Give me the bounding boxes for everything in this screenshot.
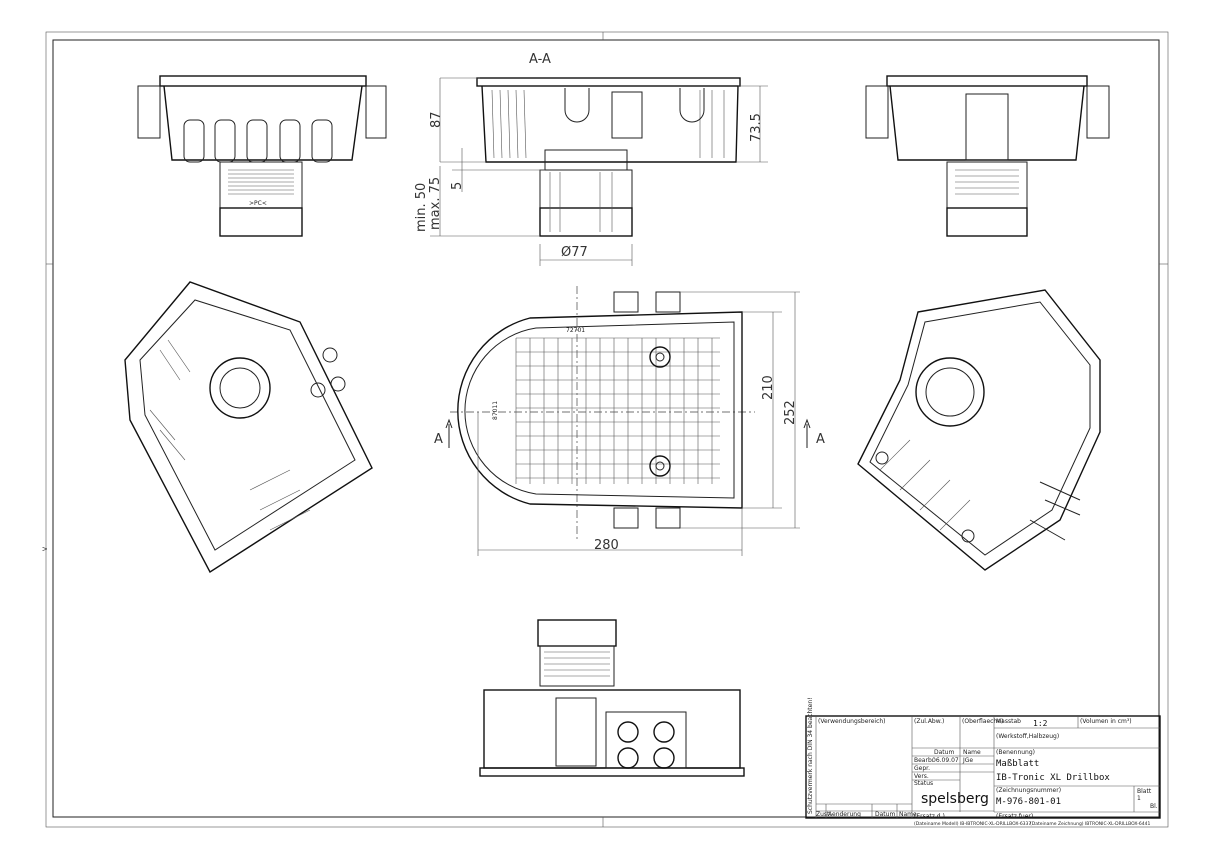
isometric-view-left — [124, 281, 373, 574]
tb-name-label: Name — [963, 749, 981, 756]
tb-blatt-label: Blatt — [1137, 788, 1152, 795]
left-margin-label: Schutzvermerk nach DIN 34 beachten! — [807, 697, 814, 814]
dim-height-210: 210 — [761, 375, 776, 400]
bottom-view — [479, 619, 745, 777]
front-view-top-left: >PC< — [137, 75, 387, 237]
tb-vers: Vers. — [914, 773, 929, 780]
section-marker-right: A — [816, 432, 825, 447]
tb-benennung-label: (Benennung) — [996, 749, 1035, 756]
tb-volumen: (Volumen in cm³) — [1080, 718, 1132, 725]
tb-zeichnungsnummer: M-976-801-01 — [996, 797, 1061, 807]
tb-bl-label: Bl. — [1150, 803, 1158, 810]
tb-status: Status — [914, 780, 933, 787]
tb-zul-abw: (Zul.Abw.) — [914, 718, 944, 725]
left-edge-mark: V — [42, 546, 49, 551]
side-view-mark: 87011 — [492, 401, 499, 420]
tb-werkstoff: (Werkstoff,Halbzeug) — [996, 733, 1059, 740]
tb-footer-model: (Dateiname Modell) IB-IBTRONIC-XL-DRILLB… — [914, 821, 1031, 827]
tb-zeichnungsnummer-label: (Zeichnungsnummer) — [996, 787, 1061, 794]
dim-height-252: 252 — [783, 400, 798, 425]
drawing-frame: V — [42, 31, 1169, 828]
tb-bearb: Bearb. — [914, 757, 934, 764]
dim-max-75: max. 75 — [428, 177, 443, 230]
tb-benennung-2: IB-Tronic XL Drillbox — [996, 773, 1110, 783]
title-block: Schutzvermerk nach DIN 34 beachten! (Ver… — [805, 697, 1161, 827]
tb-benennung-1: Maßblatt — [996, 759, 1039, 769]
tb-brand: spelsberg — [921, 791, 989, 807]
tb-datum: Datum — [875, 811, 895, 818]
isometric-view-right — [857, 289, 1101, 571]
tb-footer-drawing: (Dateiname Zeichnung) IBTRONIC-XL-DRILLB… — [1030, 821, 1150, 827]
side-view-top-right — [865, 75, 1110, 237]
section-marker-left: A — [434, 432, 443, 447]
plan-grid — [515, 337, 720, 484]
dim-width-280: 280 — [594, 538, 619, 553]
front-body-mark: >PC< — [249, 200, 267, 207]
tb-zust: Zust. — [816, 811, 831, 818]
tb-aenderung: Aenderung — [828, 811, 861, 818]
section-a-a-view: A-A 87 5 max. 75 min. 50 — [414, 52, 768, 266]
tb-verwendung: (Verwendungsbereich) — [818, 718, 886, 725]
dim-height-87: 87 — [429, 111, 444, 128]
tb-oberflaeche: (Oberflaeche) — [962, 718, 1003, 725]
dim-diameter-77: Ø77 — [561, 245, 588, 260]
top-view-mark: 72701 — [566, 327, 585, 334]
tb-name: Name — [899, 811, 917, 818]
dim-height-73-5: 73.5 — [749, 113, 764, 142]
tb-massstab-value: 1:2 — [1033, 719, 1048, 728]
tb-massstab-label: Masstab — [996, 718, 1021, 725]
tb-bearb-date: 06.09.07 — [932, 757, 959, 764]
tb-datum-label: Datum — [934, 749, 954, 756]
tb-ersatz-fuer: (Ersatz fuer) — [996, 813, 1033, 820]
section-label: A-A — [529, 52, 551, 67]
tb-gepr: Gepr. — [914, 765, 930, 772]
plan-view: 72701 87011 A A 210 252 280 — [434, 286, 825, 556]
tb-ersatz-durch: (Ersatz d.) — [914, 813, 945, 820]
tb-blatt-value: 1 — [1137, 795, 1141, 802]
dim-5: 5 — [450, 182, 465, 190]
tb-bearb-name: JGe — [962, 757, 973, 764]
dim-min-50: min. 50 — [414, 183, 429, 232]
